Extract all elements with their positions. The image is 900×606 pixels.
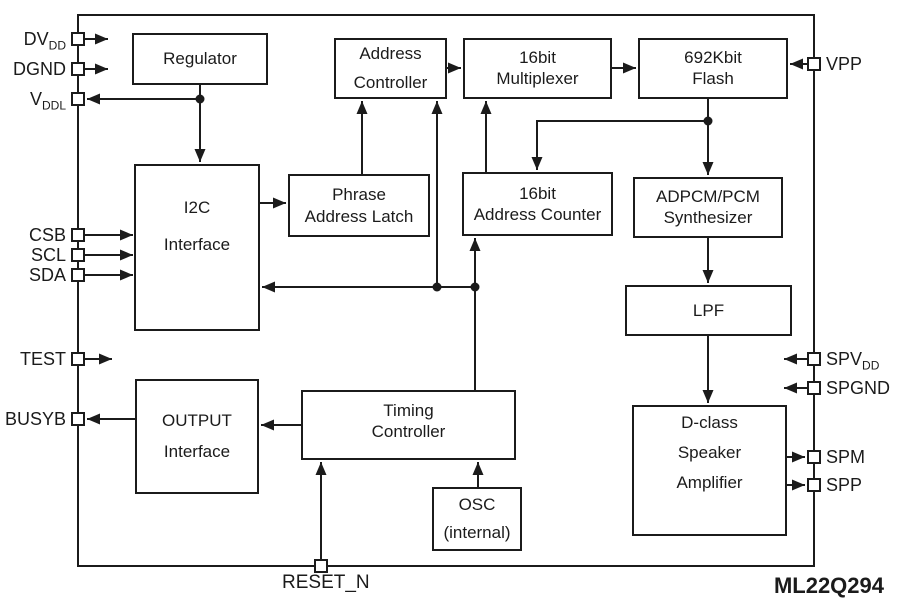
block-label: Interface — [163, 442, 231, 461]
block-label: Multiplexer — [496, 69, 579, 88]
pin-vpp — [807, 57, 821, 71]
pin-spm — [807, 450, 821, 464]
wire-flash-to-address-counter — [531, 99, 709, 170]
block-label: Controller — [353, 73, 428, 92]
pin-label-busyb: BUSYB — [4, 409, 66, 429]
block-label: ADPCM/PCM — [656, 187, 760, 206]
junction-dot — [195, 94, 205, 104]
block-label: 16bit — [519, 183, 556, 203]
block-adpcm-pcm-synthesizer: ADPCM/PCM Synthesizer — [633, 177, 783, 238]
pin-reset-n — [314, 559, 328, 573]
pin-dgnd — [71, 62, 85, 76]
block-address-controller: Address Controller — [334, 38, 447, 99]
pin-label-vpp: VPP — [826, 54, 863, 74]
pin-csb — [71, 228, 85, 242]
block-phrase-address-latch: Phrase Address Latch — [288, 174, 430, 237]
block-16bit-multiplexer: 16bit Multiplexer — [463, 38, 612, 99]
pin-test — [71, 352, 85, 366]
block-692kbit-flash: 692Kbit Flash — [638, 38, 788, 99]
pin-label-spgnd: SPGND — [826, 378, 891, 398]
pin-label-reset-n: RESET_N — [282, 572, 370, 593]
block-lpf: LPF — [625, 285, 792, 336]
block-16bit-address-counter: 16bit Address Counter — [462, 172, 613, 236]
block-label: Address — [359, 44, 422, 63]
block-label: Address Counter — [473, 204, 602, 224]
block-output-interface: OUTPUT Interface — [135, 379, 259, 494]
block-label: OUTPUT — [162, 411, 232, 430]
block-label: 16bit — [519, 48, 556, 67]
block-label: OSC — [458, 495, 496, 514]
block-timing-controller: Timing Controller — [301, 390, 516, 460]
block-osc-internal: OSC (internal) — [432, 487, 522, 551]
pin-sda — [71, 268, 85, 282]
pin-label-spvdd: SPVDD — [826, 349, 880, 373]
block-dclass-speaker-amplifier: D-class Speaker Amplifier — [632, 405, 787, 536]
block-label: Controller — [371, 422, 446, 441]
junction-dots — [195, 94, 713, 292]
chip-boundary — [77, 14, 815, 567]
junction-dot — [703, 116, 713, 126]
junction-dot — [432, 282, 442, 292]
pin-label-csb: CSB — [28, 225, 66, 245]
pin-spgnd — [807, 381, 821, 395]
pin-label-dvdd: DVDD — [23, 29, 66, 53]
junction-dot — [470, 282, 480, 292]
block-label: Amplifier — [676, 473, 743, 492]
pin-busyb — [71, 412, 85, 426]
pin-label-test: TEST — [19, 349, 66, 369]
pin-label-dgnd: DGND — [13, 59, 66, 79]
pin-label-spp: SPP — [826, 475, 863, 495]
block-label: Phrase — [332, 184, 386, 204]
chip-part-number: ML22Q294 — [773, 573, 884, 598]
pin-label-sda: SDA — [28, 265, 66, 285]
pin-label-scl: SCL — [30, 245, 66, 265]
block-label: I2C — [183, 198, 211, 217]
pin-vddl — [71, 92, 85, 106]
block-label: (internal) — [443, 523, 511, 542]
pin-spvdd — [807, 352, 821, 366]
block-label: Synthesizer — [663, 208, 753, 227]
pin-spp — [807, 478, 821, 492]
block-regulator: Regulator — [132, 33, 268, 85]
block-label: Timing — [383, 401, 434, 420]
pin-scl — [71, 248, 85, 262]
block-label: Regulator — [163, 49, 237, 68]
pin-dvdd — [71, 32, 85, 46]
block-label: D-class — [681, 413, 738, 432]
block-label: 692Kbit — [684, 48, 742, 67]
block-i2c-interface: I2C Interface — [134, 164, 260, 331]
pin-label-spm: SPM — [826, 447, 866, 467]
block-label: Interface — [163, 235, 231, 254]
pin-label-vddl: VDDL — [29, 89, 66, 113]
block-label: Address Latch — [304, 206, 414, 226]
block-label: Speaker — [677, 443, 742, 462]
block-label: Flash — [692, 69, 734, 88]
block-label: LPF — [692, 300, 725, 320]
